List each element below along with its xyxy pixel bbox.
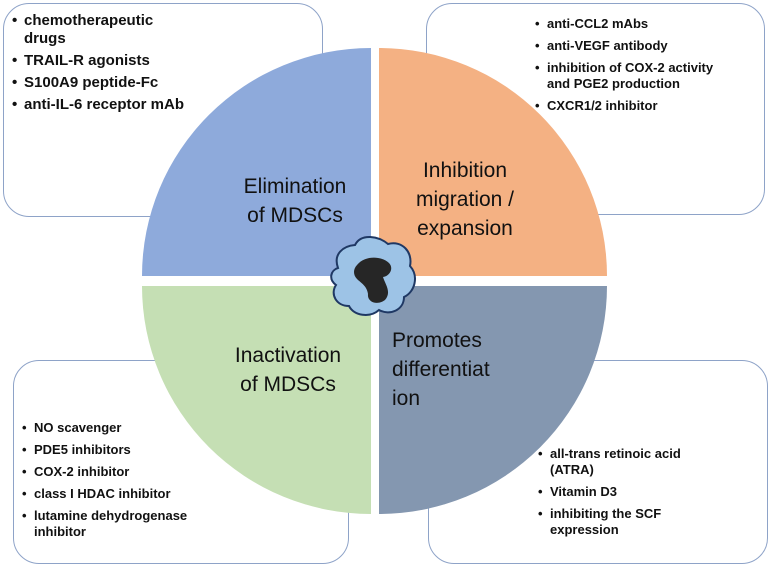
list-item: CXCR1/2 inhibitor: [535, 98, 763, 114]
list-item: TRAIL-R agonists: [12, 52, 242, 70]
list-item: lutamine dehydrogenase inhibitor: [22, 508, 222, 540]
label-inhibition: Inhibition migration / expansion: [415, 159, 515, 240]
elimination-list: chemotherapeutic drugs TRAIL-R agonists …: [12, 12, 242, 118]
differentiation-list: all-trans retinoic acid (ATRA) Vitamin D…: [538, 446, 763, 544]
list-item: anti-IL-6 receptor mAb: [12, 96, 242, 114]
list-item: anti-CCL2 mAbs: [535, 16, 763, 32]
list-item: COX-2 inhibitor: [22, 464, 222, 480]
mdsc-cell-icon: [330, 236, 416, 316]
list-item: chemotherapeutic drugs: [12, 12, 242, 48]
inactivation-list: NO scavenger PDE5 inhibitors COX-2 inhib…: [22, 420, 222, 546]
list-item: S100A9 peptide-Fc: [12, 74, 242, 92]
list-item: inhibiting the SCF expression: [538, 506, 763, 538]
quadrant-elimination: [142, 48, 371, 276]
label-elimination: Elimination of MDSCs: [243, 175, 347, 227]
quadrant-inhibition: [379, 48, 607, 276]
inhibition-list: anti-CCL2 mAbs anti-VEGF antibody inhibi…: [535, 16, 763, 120]
list-item: all-trans retinoic acid (ATRA): [538, 446, 763, 478]
quadrant-inactivation: [142, 286, 371, 514]
label-inactivation: Inactivation of MDSCs: [234, 344, 342, 396]
list-item: inhibition of COX-2 activity and PGE2 pr…: [535, 60, 763, 92]
quadrant-promotes-differentiation: [379, 286, 607, 514]
list-item: class I HDAC inhibitor: [22, 486, 222, 502]
list-item: Vitamin D3: [538, 484, 763, 500]
list-item: NO scavenger: [22, 420, 222, 436]
list-item: anti-VEGF antibody: [535, 38, 763, 54]
list-item: PDE5 inhibitors: [22, 442, 222, 458]
label-promotes-differentiation: Promotes differentiat ion: [392, 329, 490, 410]
